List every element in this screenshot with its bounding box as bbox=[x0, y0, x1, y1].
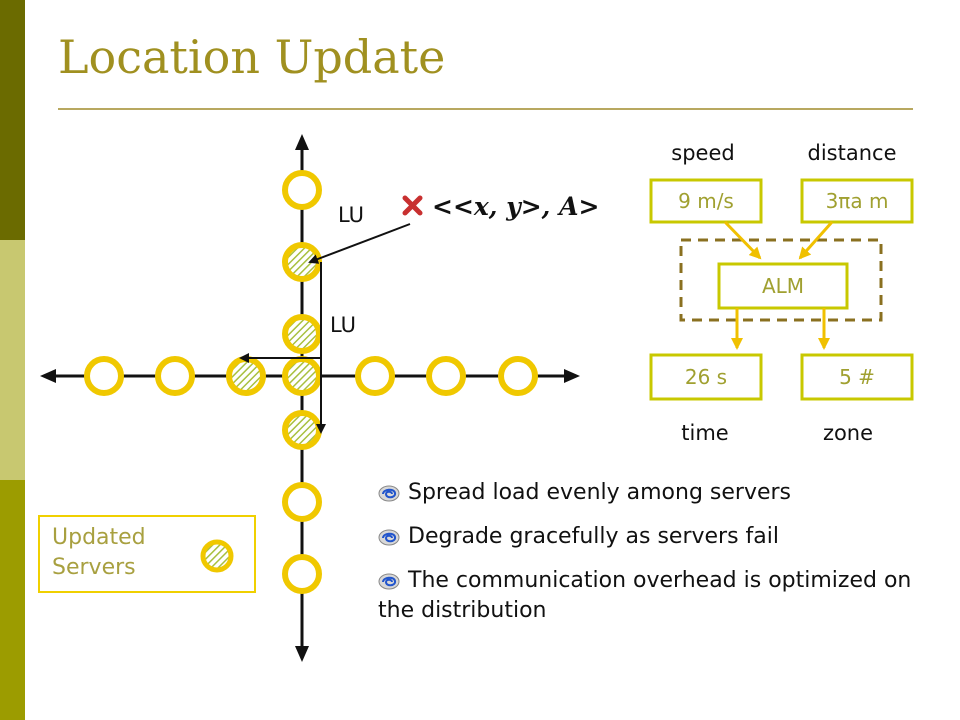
bullet-item: The communication overhead is optimized … bbox=[378, 566, 918, 626]
bullet-item: Degrade gracefully as servers fail bbox=[378, 522, 918, 552]
lu-arrows bbox=[239, 223, 411, 434]
server-node bbox=[282, 482, 322, 522]
updated-server-legend-icon bbox=[200, 539, 234, 573]
legend-line-1: Updated bbox=[52, 525, 146, 550]
legend: Updated Servers bbox=[38, 515, 256, 593]
server-node bbox=[426, 356, 466, 396]
server-node-updated bbox=[226, 356, 266, 396]
alm-flow-arrows bbox=[723, 220, 834, 350]
distance-value: 3πa m bbox=[826, 189, 889, 213]
bullet-list: Spread load evenly among servers Degrade… bbox=[378, 478, 918, 640]
time-label: time bbox=[681, 421, 728, 445]
sidebar-band-middle bbox=[0, 240, 25, 480]
x-marker-icon bbox=[402, 195, 423, 216]
coordinate-label: <<x, y>, A> bbox=[432, 192, 599, 221]
lu-label-top: LU bbox=[338, 203, 364, 227]
zone-label: zone bbox=[823, 421, 873, 445]
bullet-text: Degrade gracefully as servers fail bbox=[408, 524, 779, 549]
zone-value: 5 # bbox=[839, 365, 875, 389]
server-node-updated bbox=[282, 410, 322, 450]
sidebar-decoration bbox=[0, 0, 25, 720]
legend-text: Updated Servers bbox=[52, 523, 172, 583]
server-node-updated bbox=[282, 242, 322, 282]
server-node bbox=[355, 356, 395, 396]
lu-label-mid: LU bbox=[330, 313, 356, 337]
bullet-text: Spread load evenly among servers bbox=[408, 480, 792, 505]
server-node bbox=[155, 356, 195, 396]
bullet-item: Spread load evenly among servers bbox=[378, 478, 918, 508]
distance-label: distance bbox=[808, 141, 897, 165]
sidebar-band-bottom bbox=[0, 480, 25, 720]
speed-box bbox=[649, 178, 763, 224]
swirl-bullet-icon bbox=[378, 573, 400, 590]
alm-dashed-boundary bbox=[679, 238, 883, 322]
speed-label: speed bbox=[671, 141, 734, 165]
server-node bbox=[282, 170, 322, 210]
swirl-bullet-icon bbox=[378, 485, 400, 502]
zone-box bbox=[800, 353, 914, 401]
alm-label: ALM bbox=[762, 274, 804, 298]
server-nodes bbox=[84, 170, 538, 594]
legend-line-2: Servers bbox=[52, 555, 136, 580]
server-node bbox=[84, 356, 124, 396]
title-underline bbox=[58, 108, 913, 110]
server-node-updated bbox=[282, 314, 322, 354]
server-node bbox=[282, 554, 322, 594]
distance-box bbox=[800, 178, 914, 224]
time-value: 26 s bbox=[685, 365, 727, 389]
time-box bbox=[649, 353, 763, 401]
swirl-bullet-icon bbox=[378, 529, 400, 546]
alm-box bbox=[717, 262, 849, 310]
server-node bbox=[498, 356, 538, 396]
server-node-updated bbox=[282, 356, 322, 396]
sidebar-band-top bbox=[0, 0, 25, 240]
speed-value: 9 m/s bbox=[678, 189, 734, 213]
slide-title: Location Update bbox=[58, 30, 446, 84]
bullet-text: The communication overhead is optimized … bbox=[378, 568, 912, 623]
